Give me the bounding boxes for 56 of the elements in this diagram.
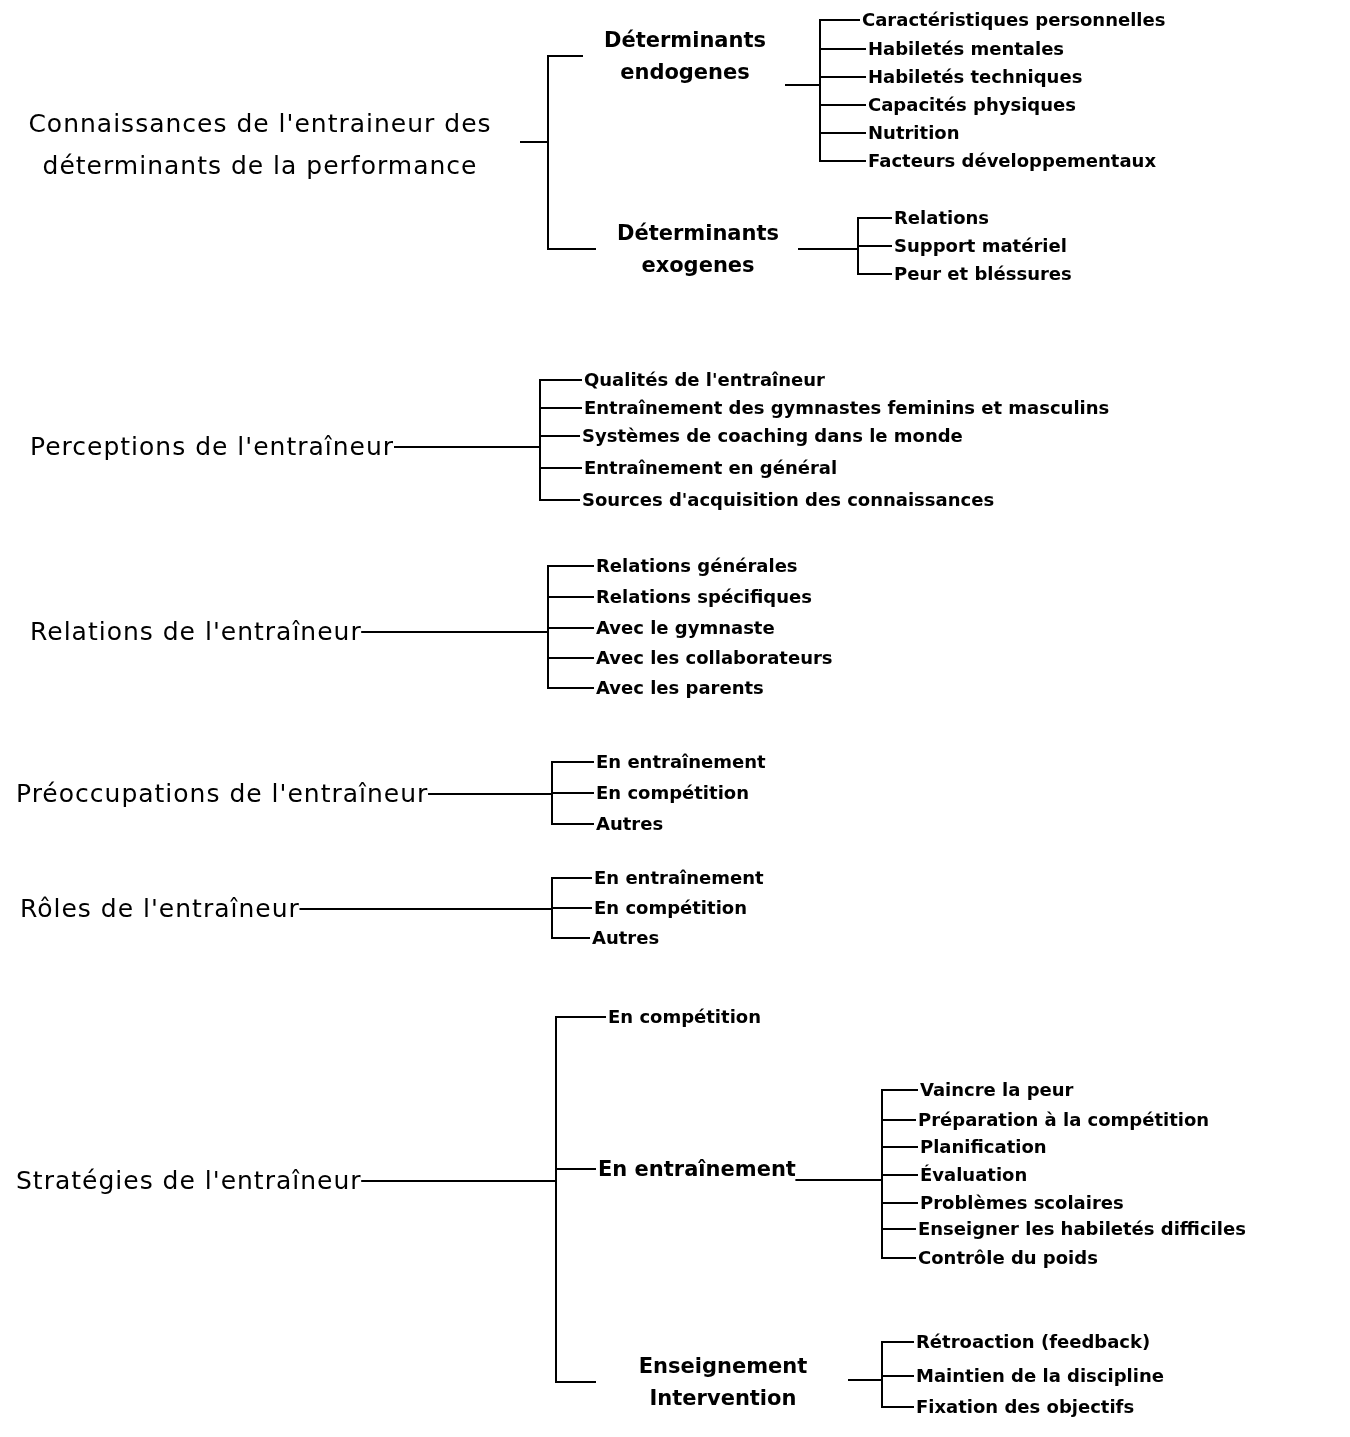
tree-label: Avec les collaborateurs: [596, 646, 833, 670]
tree-label: Sources d'acquisition des connaissances: [582, 488, 995, 512]
tree-label: Stratégies de l'entraîneur: [16, 1160, 362, 1202]
tree-label: Évaluation: [920, 1163, 1028, 1187]
tree-label: Autres: [596, 812, 664, 836]
tree-label: En entraînement: [594, 866, 764, 890]
tree-label: Contrôle du poids: [918, 1246, 1098, 1270]
tree-label: Enseignement Intervention: [598, 1350, 848, 1414]
tree-label: Déterminants endogenes: [585, 24, 785, 88]
tree-label: Entraînement des gymnastes feminins et masculins: [584, 396, 1110, 420]
tree-label: Rétroaction (feedback): [916, 1330, 1151, 1354]
tree-label: Relations: [894, 206, 990, 230]
tree-label: Autres: [592, 926, 660, 950]
tree-label: Relations spécifiques: [596, 585, 812, 609]
bracket-connector: [794, 1179, 917, 1259]
tree-label: Problèmes scolaires: [920, 1191, 1124, 1215]
tree-label: Rôles de l'entraîneur: [20, 888, 300, 930]
tree-label: Relations de l'entraîneur: [30, 611, 362, 653]
tree-label: En compétition: [596, 781, 749, 805]
tree-label: Avec les parents: [596, 676, 764, 700]
bracket-connector: [784, 84, 867, 162]
tree-label: En entraînement: [598, 1153, 796, 1185]
tree-label: Qualités de l'entraîneur: [584, 368, 825, 392]
tree-label: Connaissances de l'entraineur des déterminants de la performance: [0, 103, 520, 187]
tree-label: Perceptions de l'entraîneur: [30, 426, 395, 468]
tree-label: Préoccupations de l'entraîneur: [16, 773, 429, 815]
bracket-connector: [797, 248, 893, 275]
tree-label: Support matériel: [894, 234, 1067, 258]
tree-label: En compétition: [594, 896, 747, 920]
tree-label: Nutrition: [868, 121, 960, 145]
tree-label: Peur et bléssures: [894, 262, 1072, 286]
tree-label: Entraînement en général: [584, 456, 838, 480]
bracket-connector: [360, 631, 595, 689]
bracket-connector: [519, 141, 597, 250]
tree-label: En compétition: [608, 1005, 761, 1029]
tree-label: Maintien de la discipline: [916, 1364, 1164, 1388]
tree-label: Caractéristiques personnelles: [862, 8, 1166, 32]
tree-label: Planification: [920, 1135, 1047, 1159]
tree-label: Déterminants exogenes: [598, 217, 798, 281]
bracket-connector: [427, 793, 595, 825]
bracket-connector: [298, 908, 591, 939]
tree-label: Fixation des objectifs: [916, 1395, 1135, 1419]
tree-label: En entraînement: [596, 750, 766, 774]
tree-label: Enseigner les habiletés difficiles: [918, 1217, 1246, 1241]
tree-label: Habiletés techniques: [868, 65, 1083, 89]
tree-label: Systèmes de coaching dans le monde: [582, 424, 963, 448]
tree-label: Capacités physiques: [868, 93, 1076, 117]
bracket-connector: [847, 1379, 915, 1408]
bracket-connector: [360, 1180, 597, 1383]
tree-label: Préparation à la compétition: [918, 1108, 1210, 1132]
tree-label: Vaincre la peur: [920, 1078, 1074, 1102]
bracket-connector: [393, 446, 581, 501]
tree-label: Facteurs développementaux: [868, 149, 1157, 173]
tree-label: Avec le gymnaste: [596, 616, 775, 640]
tree-label: Habiletés mentales: [868, 37, 1065, 61]
tree-label: Relations générales: [596, 554, 798, 578]
